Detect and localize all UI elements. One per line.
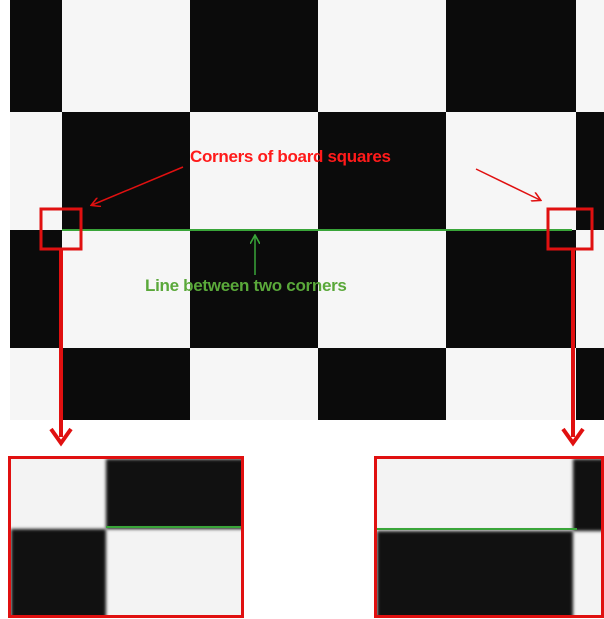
board-square xyxy=(446,0,576,112)
callout-arrow-right xyxy=(475,168,540,200)
board-square xyxy=(62,348,190,420)
zoom-dark-region xyxy=(11,529,106,615)
zoom-green-line xyxy=(377,528,577,530)
zoom-green-line xyxy=(106,526,241,528)
board-square xyxy=(190,0,318,112)
board-square xyxy=(318,112,446,230)
corners-label: Corners of board squares xyxy=(190,147,391,166)
callout-arrow-left xyxy=(92,166,184,205)
board-square xyxy=(62,112,190,230)
checkerboard-image xyxy=(10,0,604,420)
right-corner-zoom xyxy=(374,456,604,618)
left-corner-zoom xyxy=(8,456,244,618)
board-square xyxy=(10,0,62,112)
right-corner-box xyxy=(546,207,594,251)
board-square xyxy=(576,348,604,420)
line-label: Line between two corners xyxy=(145,276,347,295)
zoom-dark-region xyxy=(573,459,601,531)
zoom-dark-region xyxy=(106,459,241,529)
board-square xyxy=(318,348,446,420)
zoom-arrow-left-head xyxy=(49,427,73,447)
board-square xyxy=(190,230,318,348)
zoom-dark-region xyxy=(377,531,573,615)
zoom-arrow-right-head xyxy=(561,427,585,447)
